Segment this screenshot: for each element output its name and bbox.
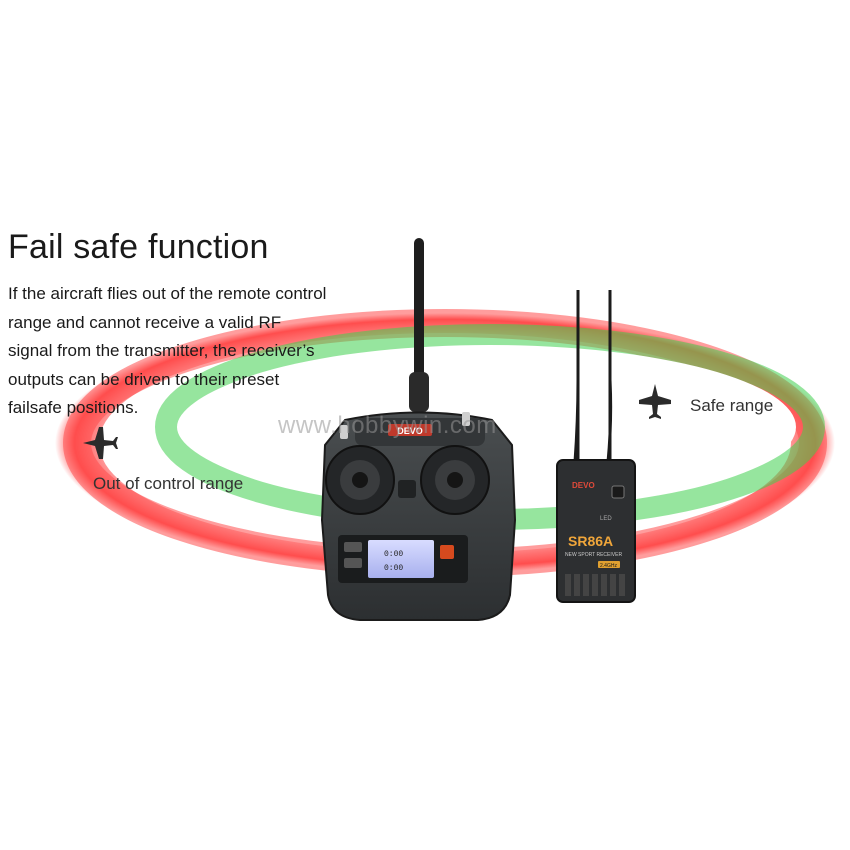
model-indicator	[440, 545, 454, 559]
description-line: range and cannot receive a valid RF	[8, 312, 282, 332]
page-title: Fail safe function	[8, 228, 269, 266]
nav-button[interactable]	[344, 542, 362, 552]
airplane-icon	[639, 384, 671, 419]
description-line: signal from the transmitter, the receive…	[8, 341, 315, 360]
receiver-tag: 2.4GHz	[600, 563, 617, 569]
switch[interactable]	[462, 412, 470, 426]
nav-button[interactable]	[344, 558, 362, 568]
transmitter-logo-plate	[388, 424, 432, 436]
receiver-bind-button[interactable]	[611, 485, 625, 499]
watermark: www.hobbywin.com	[278, 412, 497, 439]
receiver: DEVO LED SR86A NEW SPORT RECEIVER 2.4GHz	[556, 290, 636, 603]
receiver-subtitle: NEW SPORT RECEIVER	[565, 552, 622, 558]
receiver-led-label: LED	[600, 516, 612, 522]
transmitter-screen	[368, 540, 434, 578]
transmitter: DEVO 0:00 0:00	[320, 238, 517, 621]
description: If the aircraft flies out of the remote …	[8, 280, 378, 423]
receiver-brand: DEVO	[572, 481, 595, 490]
airplane-icon	[83, 427, 118, 459]
switch[interactable]	[340, 425, 348, 439]
transmitter-antenna	[414, 238, 424, 388]
description-line: If the aircraft flies out of the remote …	[8, 284, 327, 303]
screen-time-2: 0:00	[384, 564, 403, 573]
safe-range-label: Safe range	[690, 396, 774, 415]
transmitter-brand: DEVO	[397, 426, 423, 436]
screen-time-1: 0:00	[384, 550, 403, 559]
receiver-model: SR86A	[568, 533, 613, 549]
description-line: outputs can be driven to their preset	[8, 369, 280, 389]
description-line: failsafe positions.	[8, 398, 139, 417]
receiver-ports	[565, 574, 625, 596]
out-of-range-label: Out of control range	[93, 474, 244, 493]
